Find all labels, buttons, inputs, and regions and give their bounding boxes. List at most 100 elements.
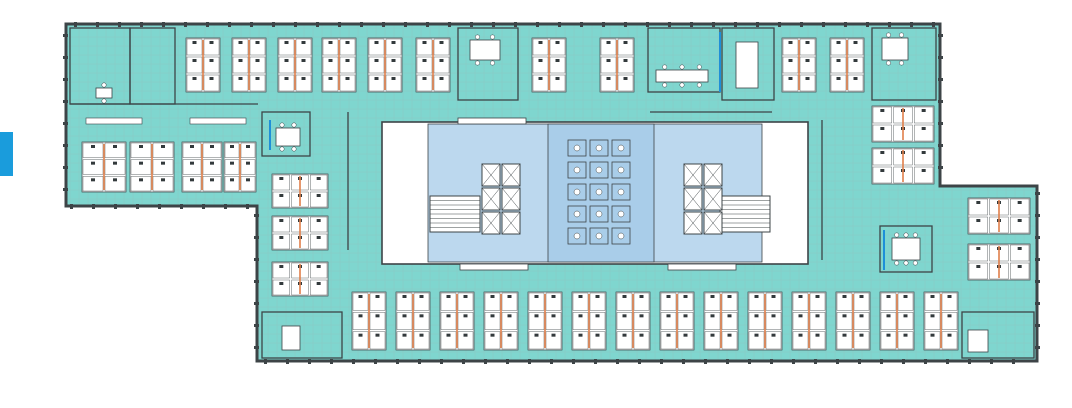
restroom-icon <box>589 161 609 179</box>
column-marker <box>254 258 259 261</box>
monitor <box>886 295 891 298</box>
monitor <box>622 295 627 298</box>
monitor <box>683 314 688 318</box>
desk <box>240 142 256 158</box>
desk <box>310 262 328 279</box>
desk <box>748 331 765 350</box>
desk <box>232 38 249 56</box>
desk <box>809 292 826 311</box>
desk <box>836 312 853 330</box>
monitor <box>595 314 600 318</box>
building-core <box>381 117 809 271</box>
column-marker <box>374 359 377 364</box>
monitor <box>446 333 451 337</box>
desk <box>782 74 799 92</box>
chair <box>912 232 918 238</box>
desk <box>924 331 941 350</box>
monitor <box>113 145 117 148</box>
desk <box>272 191 290 208</box>
desk <box>396 312 413 330</box>
column-marker <box>938 100 943 103</box>
monitor <box>903 314 908 318</box>
column-marker <box>330 359 333 364</box>
monitor <box>139 178 143 182</box>
desk <box>616 331 633 350</box>
desk <box>272 216 290 233</box>
desk <box>278 74 295 92</box>
desk <box>339 74 356 92</box>
desk <box>545 331 562 350</box>
monitor <box>683 295 688 298</box>
monitor <box>238 59 243 62</box>
column-marker <box>228 22 231 27</box>
monitor <box>578 333 583 337</box>
desk <box>368 38 385 56</box>
column-marker <box>938 34 943 37</box>
desk <box>528 331 545 350</box>
office-room <box>871 27 937 101</box>
desk <box>799 38 816 56</box>
desk <box>457 331 474 350</box>
desk <box>295 38 312 56</box>
chair <box>679 82 685 88</box>
desk <box>721 312 738 330</box>
desk <box>484 312 501 330</box>
monitor <box>91 145 95 148</box>
wc-fixture <box>573 232 581 240</box>
exterior-wall <box>63 22 1040 364</box>
wc-fixture <box>573 210 581 218</box>
column-marker <box>938 166 943 169</box>
column-marker <box>316 22 319 27</box>
column-marker <box>550 359 553 364</box>
column-marker <box>682 359 685 364</box>
desk <box>278 56 295 74</box>
monitor <box>507 314 512 318</box>
desk <box>549 74 566 92</box>
desk <box>897 292 914 311</box>
monitor <box>771 295 776 298</box>
column-marker <box>1035 302 1040 305</box>
desk <box>660 312 677 330</box>
desk <box>82 176 104 192</box>
desk <box>130 142 152 158</box>
desk <box>249 56 266 74</box>
monitor <box>606 59 611 62</box>
desk <box>1010 198 1030 216</box>
column-marker <box>462 359 465 364</box>
monitor <box>402 333 407 337</box>
column-marker <box>704 359 707 364</box>
column-marker <box>792 359 795 364</box>
desk <box>572 331 589 350</box>
chair <box>886 60 891 66</box>
column-marker <box>294 22 297 27</box>
desk <box>203 38 220 56</box>
desk <box>484 331 501 350</box>
wc-fixture <box>595 188 603 196</box>
monitor <box>190 161 194 165</box>
monitor <box>139 161 143 165</box>
desk <box>545 292 562 311</box>
monitor <box>391 77 396 80</box>
monitor <box>210 178 214 182</box>
chair <box>490 34 495 40</box>
restroom-icon <box>611 205 631 223</box>
core-vent <box>457 117 527 125</box>
chair <box>475 34 480 40</box>
monitor <box>538 59 543 62</box>
chair <box>899 60 904 66</box>
elevator-cross <box>481 211 501 235</box>
column-marker <box>536 22 539 27</box>
chair <box>662 64 668 70</box>
column-marker <box>572 359 575 364</box>
monitor <box>930 295 935 298</box>
desk <box>104 176 126 192</box>
column-marker <box>254 302 259 305</box>
monitor <box>815 314 820 318</box>
column-marker <box>638 359 641 364</box>
desk <box>433 74 450 92</box>
chair <box>101 98 107 104</box>
desk <box>847 56 864 74</box>
desk <box>272 174 290 191</box>
desk <box>549 38 566 56</box>
desk <box>501 292 518 311</box>
